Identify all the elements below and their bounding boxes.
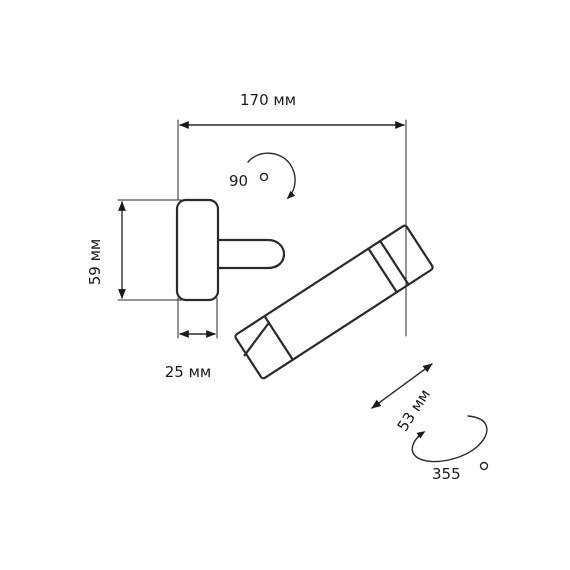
tilt-degree-mark — [259, 172, 269, 182]
swivel-degree-mark — [479, 461, 489, 471]
height-label: 59 мм — [86, 239, 104, 286]
base-depth-label: 25 мм — [165, 363, 212, 381]
swivel-rotation-arrow-icon — [411, 415, 488, 463]
width-label: 170 мм — [240, 91, 296, 109]
lamp-head-pivot-line — [243, 321, 270, 357]
lamp-head-ring-2 — [379, 239, 410, 286]
height-dimension: 59 мм — [86, 199, 183, 301]
head-diameter-label: 53 мм — [394, 386, 434, 435]
lamp-head-ring-1 — [367, 247, 398, 294]
tilt-rotation-arrow-icon — [247, 152, 296, 200]
head-diameter-line — [371, 363, 433, 409]
width-dimension: 170 мм — [177, 91, 407, 337]
spotlight-drawing — [175, 198, 434, 380]
tilt-value: 90 — [229, 172, 248, 190]
lamp-head-body — [234, 224, 434, 380]
head-diameter-dimension: 53 мм — [371, 363, 434, 435]
connecting-arm — [216, 238, 286, 270]
swivel-rotation: 355 — [411, 415, 489, 483]
base-depth-dimension: 25 мм — [165, 297, 218, 381]
tilt-rotation: 90 — [229, 152, 296, 200]
swivel-value: 355 — [432, 465, 461, 483]
wall-base-plate — [175, 198, 220, 302]
lamp-head — [234, 224, 434, 380]
